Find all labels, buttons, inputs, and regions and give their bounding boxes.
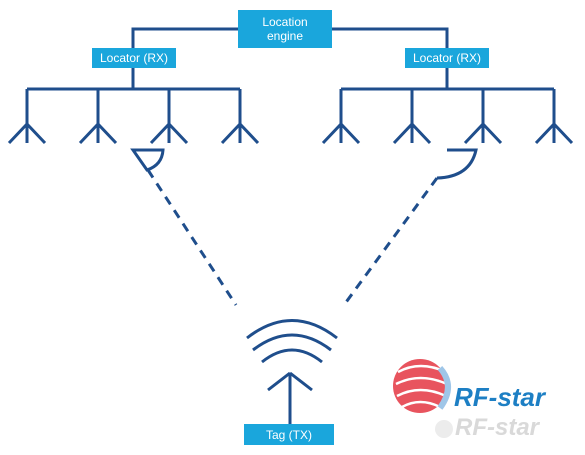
- signal-path-left: [146, 169, 238, 306]
- location-engine-label-line1: Location: [262, 15, 308, 29]
- antenna-array-right: [321, 68, 574, 145]
- tag-label: Tag (TX): [265, 427, 312, 442]
- locator-right-label: Locator (RX): [412, 51, 482, 65]
- angle-arc-right: [436, 148, 478, 180]
- locator-left-box: Locator (RX): [92, 48, 176, 68]
- locator-left-label: Locator (RX): [99, 51, 169, 65]
- antenna-array-left: [7, 68, 260, 145]
- connector-engine-left: [131, 27, 238, 48]
- tag-antenna: [267, 371, 313, 424]
- tag-box: Tag (TX): [244, 424, 334, 445]
- watermark-text: RF-star: [454, 382, 546, 412]
- location-engine-label-line2: engine: [266, 29, 304, 43]
- connector-engine-right: [332, 27, 449, 48]
- angle-arc-left: [130, 148, 165, 172]
- watermark-echo-text: RF-star: [455, 414, 540, 441]
- rf-star-logo-icon: [393, 359, 453, 438]
- signal-path-right: [342, 177, 439, 306]
- tag-signal-waves: [246, 319, 338, 364]
- locator-right-box: Locator (RX): [405, 48, 489, 68]
- location-engine-box: Location engine: [238, 10, 332, 48]
